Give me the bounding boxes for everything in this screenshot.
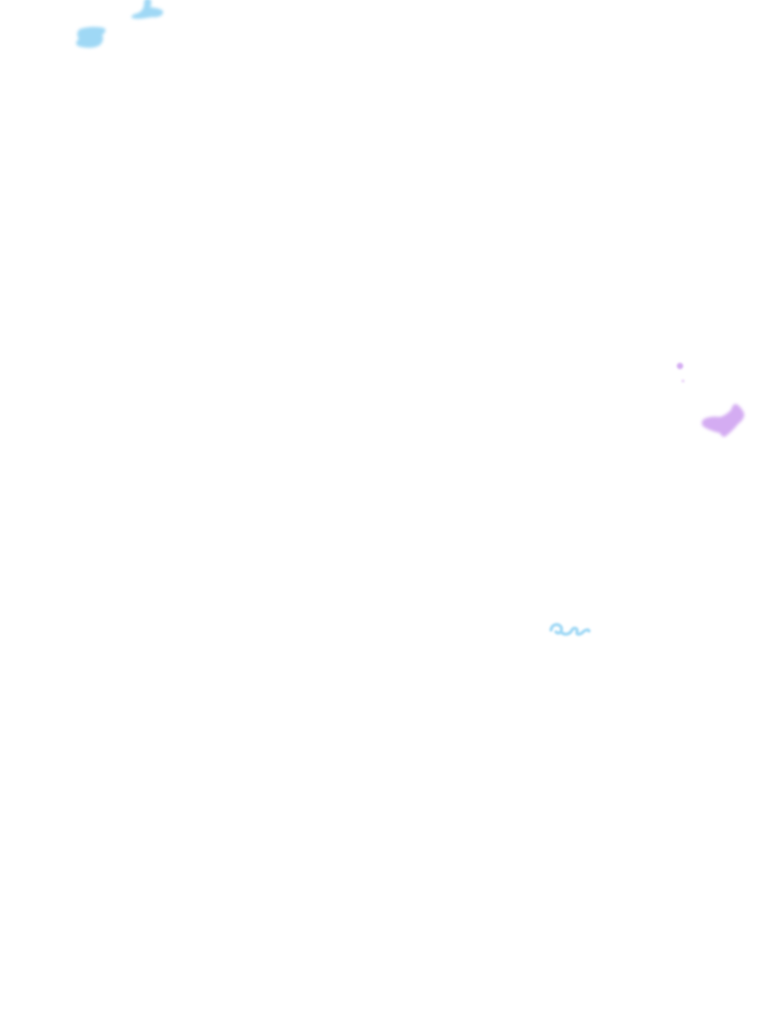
blue-squiggle [546,618,592,642]
purple-tiny-dot [680,378,686,384]
purple-dot [675,361,685,371]
blue-splotch-top-left [72,24,110,52]
blue-splotch-top [126,0,168,26]
purple-splotch-bird [698,400,750,442]
